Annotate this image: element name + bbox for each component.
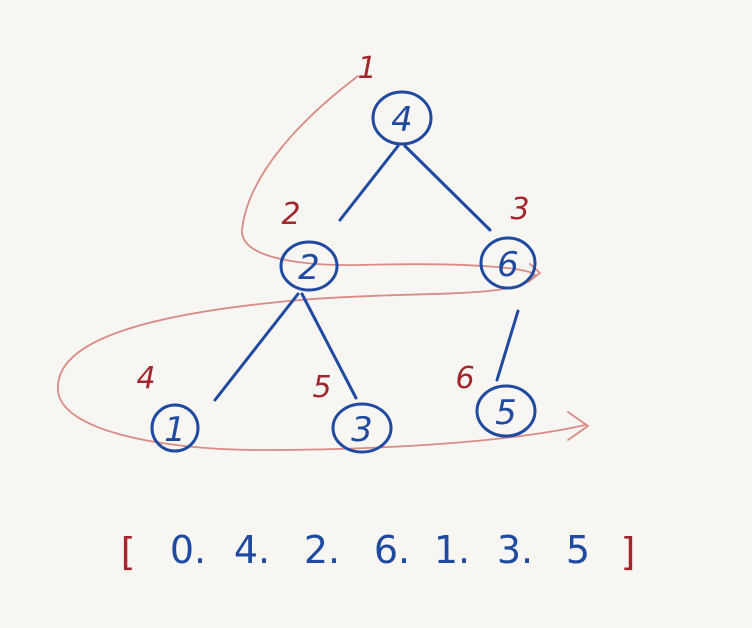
visit-order-label: 2 [281,197,300,232]
arrow-head-icon [567,411,589,441]
edge-6-5 [495,309,520,382]
bfs-result-array: [ 0. 4. 2. 6. 1. 3. 5 ] [121,528,636,574]
edge-2-1 [213,292,300,402]
edge-4-6 [403,144,492,232]
tree-node-5: 5 [475,384,537,438]
tree-node-3: 3 [331,402,393,454]
node-value: 2 [298,248,320,288]
array-item: 5 [566,528,590,572]
left-bracket: [ [121,530,136,574]
visit-order-label: 3 [510,192,529,227]
node-value: 5 [495,393,517,433]
array-item: 0. [170,528,206,572]
visit-order-label: 1 [357,51,376,86]
right-bracket: ] [621,530,636,574]
node-value: 6 [497,245,519,285]
tree-node-6: 6 [479,236,537,290]
tree-node-1: 1 [150,403,200,453]
edge-4-2 [338,144,400,222]
array-item: 6. [374,528,410,572]
tree-node-4: 4 [371,90,433,146]
node-value: 3 [351,410,373,450]
array-item: 3. [497,528,533,572]
node-value: 4 [391,100,413,140]
bfs-traversal-path [57,75,586,451]
array-item: 4. [234,528,270,572]
node-value: 1 [164,410,186,450]
tree-node-2: 2 [279,240,339,292]
visit-order-label: 4 [136,361,155,396]
edge-2-3 [300,292,358,400]
visit-order-label: 5 [312,370,331,405]
array-item: 2. [304,528,340,572]
array-item: 1. [434,528,470,572]
visit-order-label: 6 [455,361,474,396]
